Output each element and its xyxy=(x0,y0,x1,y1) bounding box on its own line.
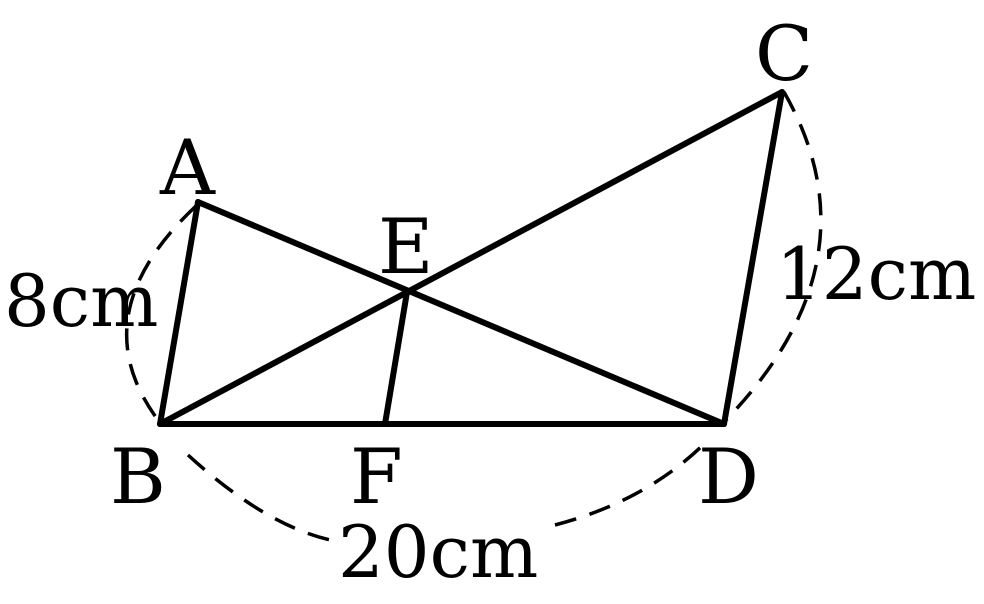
segment-ef xyxy=(382,289,410,427)
dim-arc-cd xyxy=(724,91,823,422)
label-point-c: C xyxy=(755,9,813,98)
label-point-d: D xyxy=(698,432,759,521)
segment-ab xyxy=(157,199,201,427)
segment-bc xyxy=(157,89,785,427)
label-point-a: A xyxy=(159,123,216,212)
label-length-ab: 8cm xyxy=(4,259,158,343)
label-point-b: B xyxy=(110,432,166,521)
label-point-f: F xyxy=(350,432,403,521)
dim-arc-ab xyxy=(124,204,198,422)
segment-cd xyxy=(721,89,785,427)
segment-ad xyxy=(195,199,727,427)
dim-arc-bd xyxy=(186,436,712,544)
label-length-cd: 12cm xyxy=(776,232,976,316)
label-length-bd: 20cm xyxy=(338,510,538,594)
label-point-e: E xyxy=(378,202,433,291)
